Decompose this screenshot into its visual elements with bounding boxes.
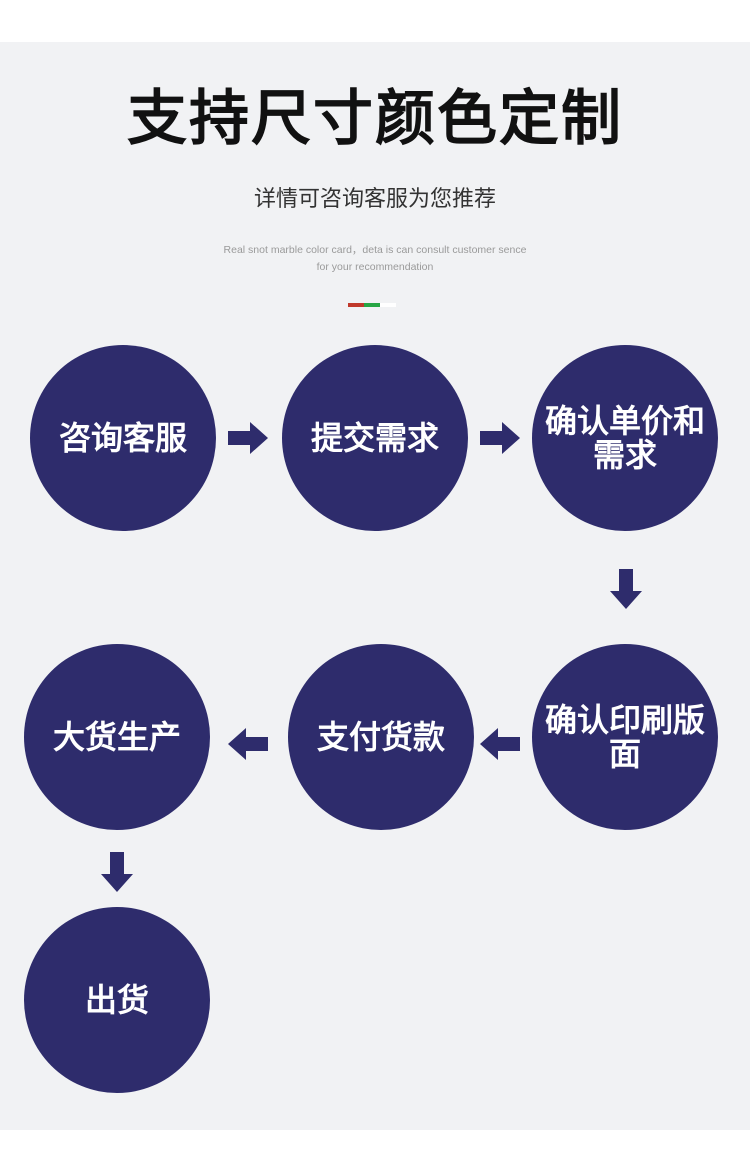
divider-green xyxy=(364,303,380,307)
tricolor-divider xyxy=(348,303,396,307)
step-label: 确认单价和需求 xyxy=(545,402,706,474)
step-label: 大货生产 xyxy=(52,718,181,756)
arrow-right-icon xyxy=(228,418,268,458)
step-label: 咨询客服 xyxy=(58,419,187,457)
divider-white xyxy=(380,303,396,307)
step-shipment: 出货 xyxy=(24,907,210,1093)
english-caption-line-2: for your recommendation xyxy=(316,261,434,273)
step-label: 确认印刷版面 xyxy=(545,701,706,773)
arrow-down-icon xyxy=(97,852,137,892)
step-label: 出货 xyxy=(84,981,149,1019)
step-confirm-price: 确认单价和需求 xyxy=(532,345,718,531)
step-mass-production: 大货生产 xyxy=(24,644,210,830)
divider-red xyxy=(348,303,364,307)
english-caption-line-1: Real snot marble color card，deta is can … xyxy=(223,244,527,256)
arrow-left-icon xyxy=(480,724,520,764)
page-title: 支持尺寸颜色定制 xyxy=(127,84,623,154)
step-label: 提交需求 xyxy=(310,419,439,457)
page-subtitle: 详情可咨询客服为您推荐 xyxy=(253,187,496,212)
english-caption: Real snot marble color card，deta is can … xyxy=(200,242,550,276)
arrow-right-icon xyxy=(480,418,520,458)
step-confirm-print-layout: 确认印刷版面 xyxy=(532,644,718,830)
arrow-down-icon xyxy=(606,569,646,609)
arrow-left-icon xyxy=(228,724,268,764)
step-submit-requirements: 提交需求 xyxy=(282,345,468,531)
step-consult-service: 咨询客服 xyxy=(30,345,216,531)
step-pay: 支付货款 xyxy=(288,644,474,830)
step-label: 支付货款 xyxy=(316,718,445,756)
